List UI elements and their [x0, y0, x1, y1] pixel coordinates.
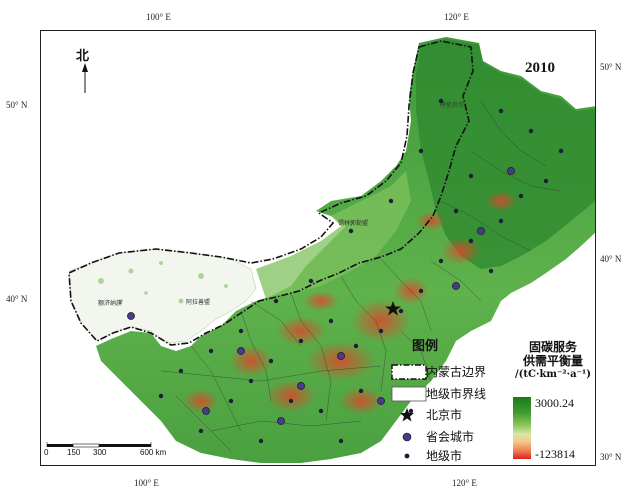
scale-label-0: 0	[44, 448, 49, 457]
right-tick-40n: 40° N	[600, 254, 622, 264]
right-tick-50n: 50° N	[600, 62, 622, 72]
colorbar-max-label: 3000.24	[535, 396, 574, 410]
map-year: 2010	[525, 60, 555, 76]
colorbar-title: 固碳服务 供需平衡量 /(tC·km⁻²·a⁻¹)	[515, 340, 591, 382]
top-tick-100e: 100° E	[146, 12, 171, 22]
colorbar-gradient	[513, 397, 531, 459]
prefecture-lines	[160, 100, 562, 452]
legend-item-prefecture-line: 地级市界线	[388, 385, 486, 401]
place-label-hulunbuir: 呼伦贝尔	[440, 102, 465, 109]
place-label-ejina: 额济纳旗	[98, 300, 123, 307]
map-canvas	[46, 37, 595, 463]
map-frame	[40, 30, 596, 466]
legend-item-label: 内蒙古边界	[426, 364, 487, 379]
colorbar-min-label: -123814	[535, 447, 575, 461]
top-tick-120e: 120° E	[444, 12, 469, 22]
colorbar-title-line1: 固碳服务	[528, 340, 577, 354]
northeast-forest	[416, 39, 595, 269]
right-tick-30n: 30° N	[600, 452, 622, 462]
bottom-tick-120e: 120° E	[452, 478, 477, 488]
provincial-capital-markers	[127, 167, 515, 425]
legend-item-beijing: 北京市	[388, 406, 462, 422]
legend-item-provincial-capital: 省会城市	[388, 428, 474, 444]
scale-label-300: 300	[93, 448, 107, 457]
prefecture-city-markers	[128, 98, 564, 444]
inner-mongolia-boundary	[68, 40, 474, 346]
scale-label-600: 600 km	[140, 448, 167, 457]
bottom-tick-100e: 100° E	[134, 478, 159, 488]
beijing-star-marker	[385, 301, 401, 316]
steppe-band	[256, 171, 411, 299]
legend-title: 图例	[412, 339, 439, 354]
west-vegetation	[98, 261, 228, 304]
colorbar-title-line2: 供需平衡量	[522, 354, 583, 368]
north-arrow-icon	[82, 63, 88, 93]
place-label-xilingol: 锡林郭勒盟	[338, 220, 369, 227]
left-tick-40n: 40° N	[6, 294, 28, 304]
left-tick-50n: 50° N	[6, 100, 28, 110]
legend-item-prefecture-city: 地级市	[388, 447, 462, 463]
legend-item-label: 地级市界线	[426, 386, 487, 401]
deficit-hotspots	[183, 191, 517, 415]
legend-symbols	[391, 364, 427, 459]
colorbar-unit: /(tC·km⁻²·a⁻¹)	[515, 369, 591, 380]
legend-item-label: 地级市	[426, 448, 463, 463]
scale-label-150: 150	[67, 448, 81, 457]
scale-bar	[46, 442, 152, 448]
legend-item-boundary: 内蒙古边界	[388, 363, 486, 379]
legend-item-label: 北京市	[426, 407, 463, 422]
north-label: 北	[76, 49, 90, 64]
place-label-alxa: 阿拉善盟	[186, 299, 211, 306]
legend-item-label: 省会城市	[426, 429, 475, 444]
